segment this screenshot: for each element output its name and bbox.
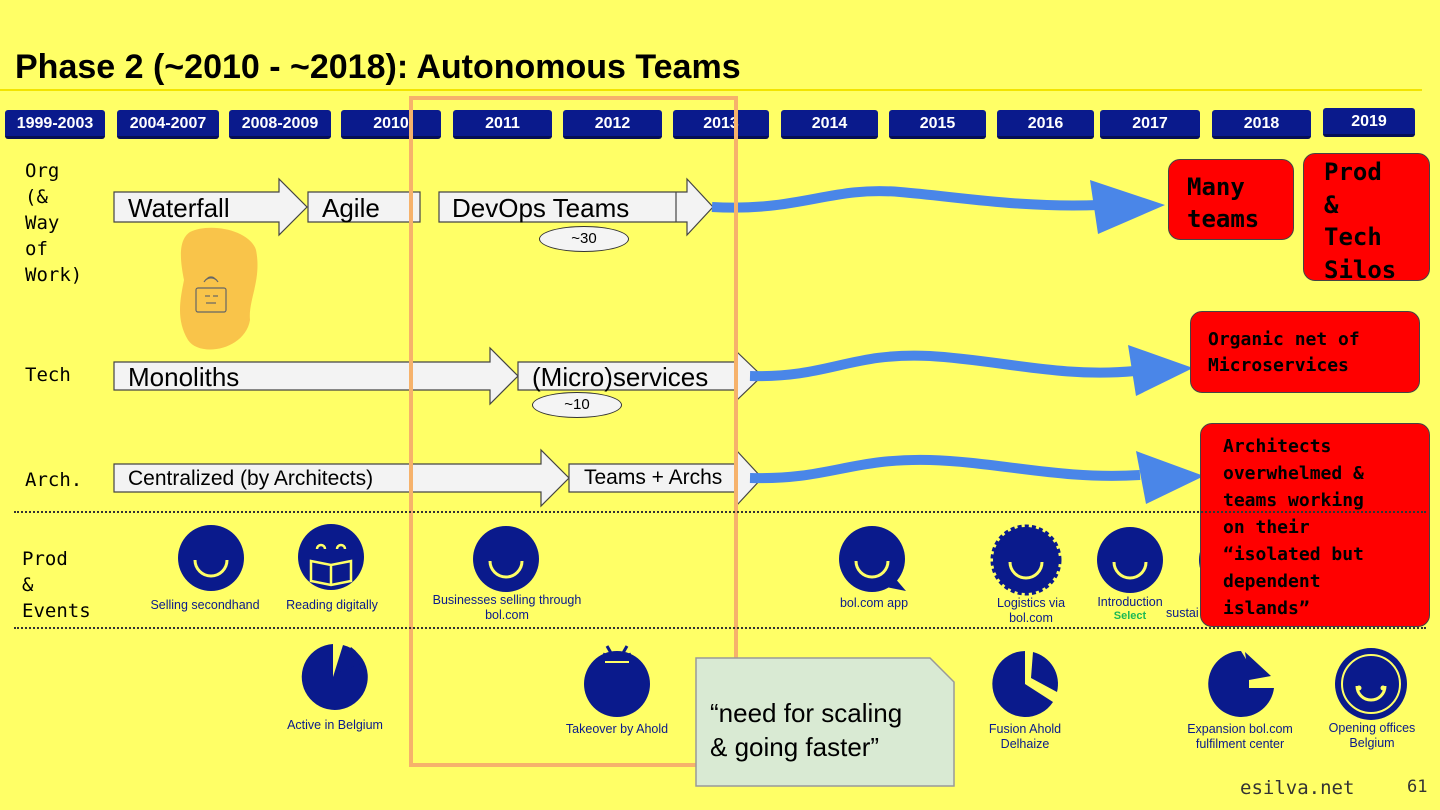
year-badge: 2019 bbox=[1323, 108, 1415, 137]
outcome-silos: Prod & Tech Silos bbox=[1303, 153, 1430, 284]
highlight-frame bbox=[409, 96, 738, 767]
prod-caption: sustai bbox=[1166, 606, 1199, 620]
smiley-icon bbox=[178, 525, 244, 591]
agile-arrow bbox=[307, 191, 421, 223]
row-label-prod: Prod & Events bbox=[22, 548, 91, 622]
arch-flow-arrow bbox=[749, 454, 1141, 484]
outcome-architects: Architects overwhelmed & teams working o… bbox=[1200, 423, 1430, 627]
year-badge: 2004-2007 bbox=[117, 110, 219, 139]
stage-agile: Agile bbox=[322, 193, 380, 223]
event-caption: Takeover by Ahold bbox=[565, 722, 669, 736]
prod-caption: Logistics via bol.com bbox=[996, 596, 1066, 625]
year-badge: 2011 bbox=[453, 110, 552, 139]
separator-line bbox=[14, 511, 1426, 513]
peel-circle-icon bbox=[1208, 651, 1274, 717]
year-badge: 2016 bbox=[997, 110, 1094, 139]
team-count-badge: ~30 bbox=[539, 226, 629, 252]
service-count-badge: ~10 bbox=[532, 392, 622, 418]
stage-centralized: Centralized (by Architects) bbox=[128, 467, 374, 490]
pie-icon bbox=[992, 651, 1058, 717]
stage-teams-archs: Teams + Archs bbox=[584, 466, 723, 489]
speech-smiley-icon bbox=[839, 526, 906, 592]
gear-smiley-icon bbox=[990, 524, 1062, 596]
event-caption: Opening offices Belgium bbox=[1328, 721, 1416, 750]
prod-caption: Businesses selling through bol.com bbox=[432, 593, 582, 622]
prod-caption: Selling secondhand bbox=[150, 598, 260, 612]
year-badge: 2015 bbox=[889, 110, 986, 139]
org-flow-arrowhead bbox=[1090, 180, 1165, 234]
event-caption: Active in Belgium bbox=[287, 718, 383, 732]
centralized-arrow bbox=[113, 448, 570, 508]
smiley-icon bbox=[473, 526, 539, 592]
prod-caption: Reading digitally bbox=[286, 598, 378, 612]
year-badge: 2014 bbox=[781, 110, 878, 139]
outcome-many-teams: Many teams bbox=[1168, 159, 1294, 240]
devops-arrow bbox=[438, 177, 714, 237]
smiley-icon bbox=[1097, 527, 1163, 593]
year-badge: 1999-2003 bbox=[5, 110, 105, 139]
title-underline bbox=[0, 89, 1422, 91]
event-caption: Expansion bol.com fulfilment center bbox=[1187, 722, 1293, 751]
quote-text: “need for scaling & going faster” bbox=[710, 698, 903, 762]
reading-smiley-icon bbox=[298, 524, 364, 590]
stage-waterfall: Waterfall bbox=[128, 193, 230, 223]
row-label-arch: Arch. bbox=[25, 469, 83, 491]
year-badge: 2018 bbox=[1212, 110, 1311, 139]
smiley-ring-icon bbox=[1335, 648, 1407, 720]
waterfall-arrow bbox=[113, 177, 308, 237]
outcome-microservices: Organic net of Microservices bbox=[1190, 311, 1420, 393]
stage-microservices: (Micro)services bbox=[532, 362, 709, 392]
quote-note-shape bbox=[695, 657, 955, 787]
robot-icon bbox=[195, 276, 227, 313]
tech-flow-arrowhead bbox=[1128, 345, 1193, 396]
monoliths-arrow bbox=[113, 346, 519, 406]
year-badge: 2013 bbox=[673, 110, 769, 139]
sticker-blob bbox=[180, 227, 258, 350]
row-label-tech: Tech bbox=[25, 364, 71, 386]
separator-line bbox=[14, 627, 1426, 629]
bag-icon bbox=[584, 645, 650, 717]
year-badge: 2012 bbox=[563, 110, 662, 139]
pie-icon bbox=[301, 644, 368, 710]
page-title: Phase 2 (~2010 - ~2018): Autonomous Team… bbox=[15, 48, 741, 86]
org-flow-arrow bbox=[711, 186, 1101, 213]
year-badge: 2010 bbox=[341, 110, 441, 139]
prod-caption-select: Select bbox=[1113, 610, 1147, 622]
tech-flow-arrow bbox=[749, 350, 1136, 382]
row-label-org: Org (& Way of Work) bbox=[25, 160, 83, 286]
stage-devops-teams: DevOps Teams bbox=[452, 193, 630, 223]
arch-flow-arrowhead bbox=[1136, 451, 1204, 504]
page-number: 61 bbox=[1407, 777, 1428, 797]
year-badge: 2017 bbox=[1100, 110, 1200, 139]
stage-monoliths: Monoliths bbox=[128, 362, 240, 392]
event-caption: Fusion Ahold Delhaize bbox=[988, 722, 1062, 751]
prod-caption: bol.com app bbox=[839, 596, 909, 610]
year-badge: 2008-2009 bbox=[229, 110, 331, 139]
footer-site: esilva.net bbox=[1240, 777, 1355, 799]
prod-caption: Introduction bbox=[1097, 595, 1163, 609]
